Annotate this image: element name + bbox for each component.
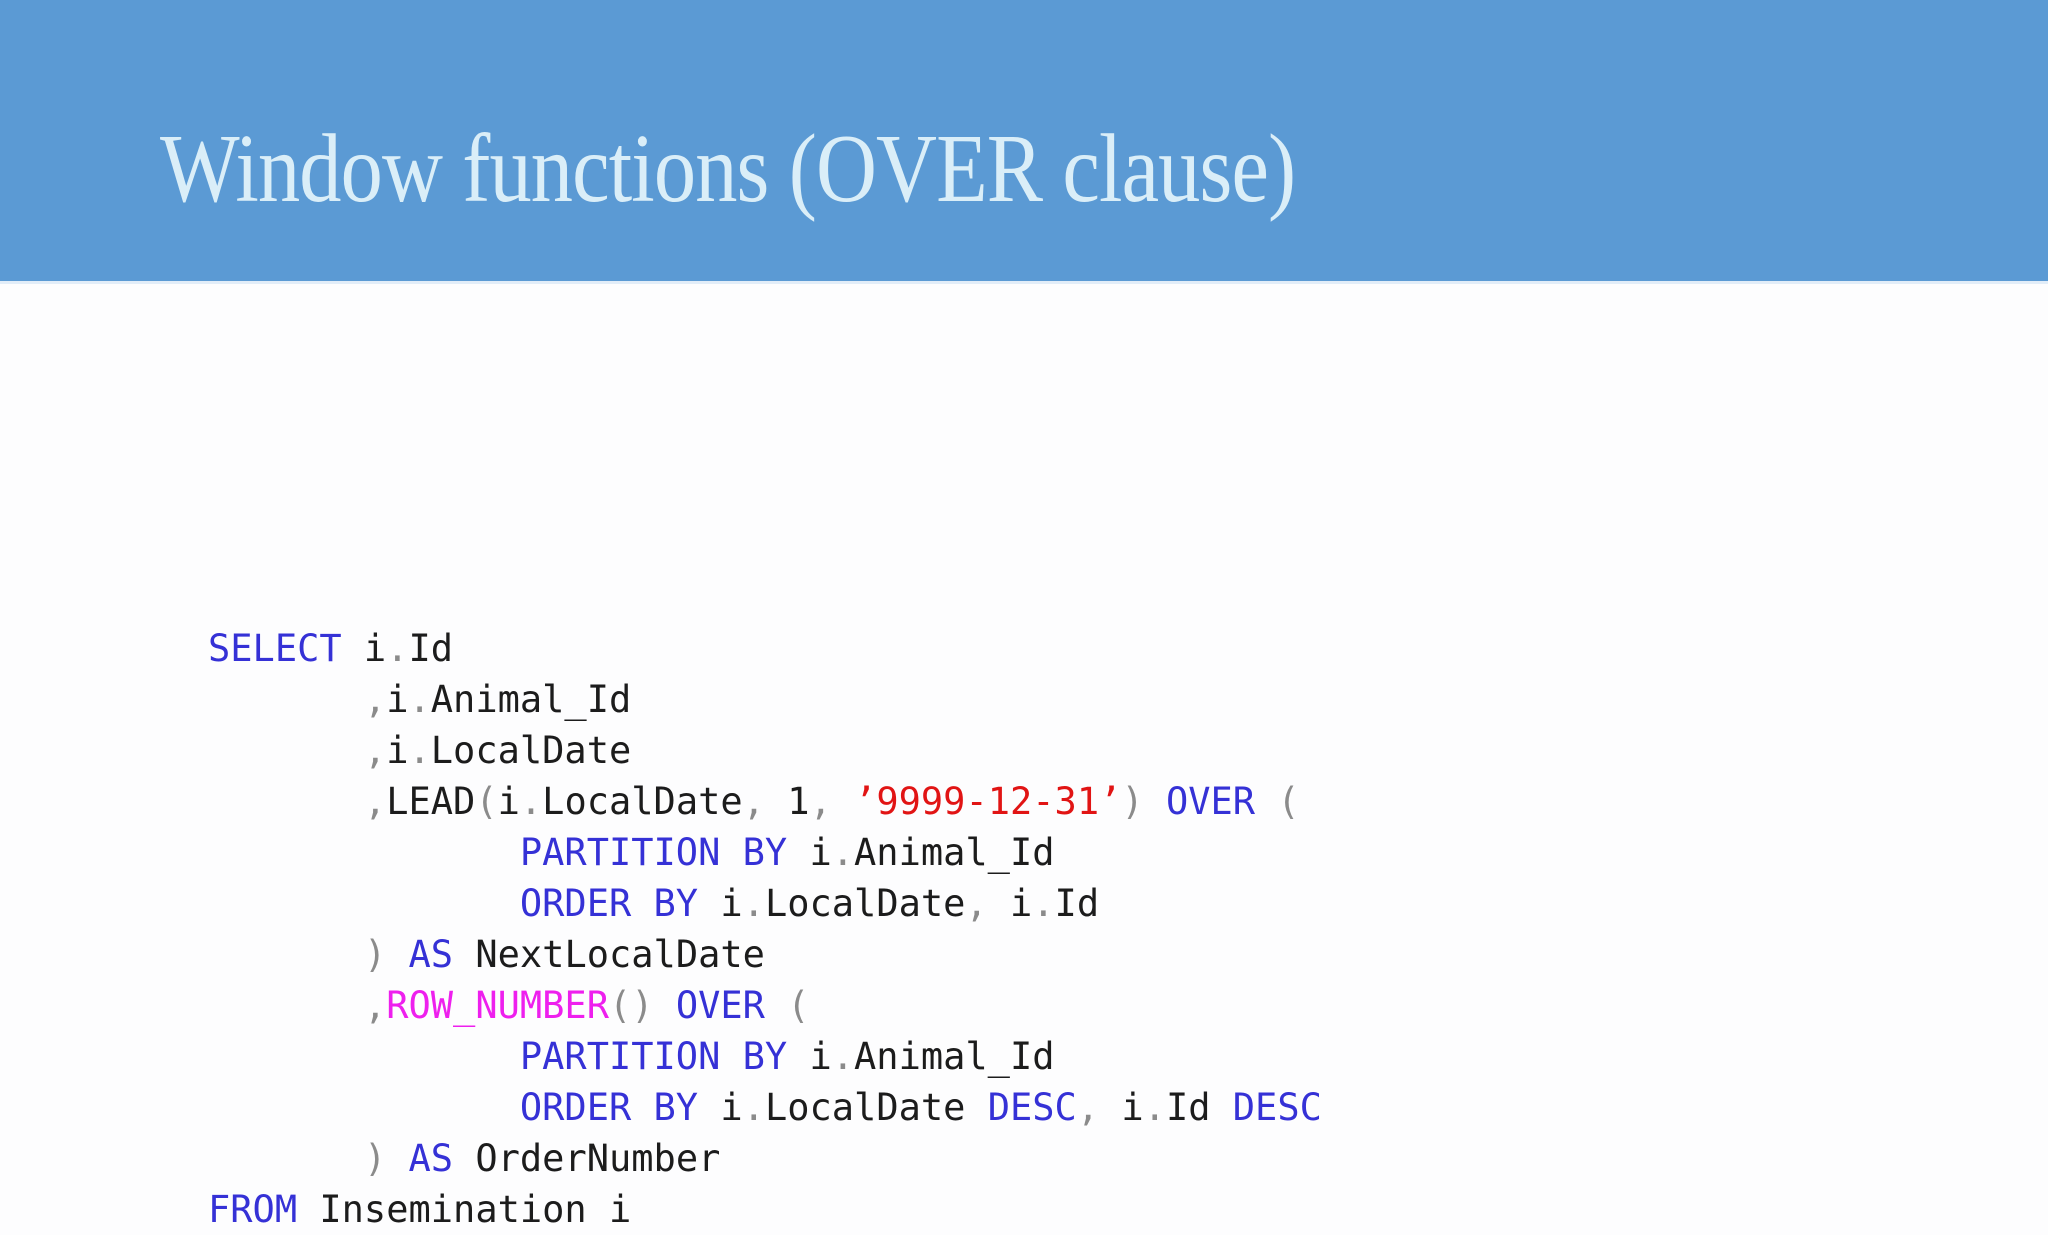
code-token: LocalDate — [430, 729, 632, 772]
code-token: i — [987, 882, 1033, 925]
code-token: ( — [1277, 780, 1300, 823]
code-token: i — [386, 729, 409, 772]
code-token — [208, 984, 364, 1027]
code-token — [208, 729, 364, 772]
code-token: Insemination i — [297, 1188, 632, 1231]
code-token: i — [341, 627, 387, 670]
code-token — [1211, 1086, 1233, 1129]
code-token: Animal_Id — [430, 678, 632, 721]
code-token — [208, 1035, 520, 1078]
code-token: . — [831, 831, 855, 874]
code-token: . — [1143, 1086, 1166, 1129]
code-token: LocalDate — [542, 780, 743, 823]
code-token: . — [831, 1035, 855, 1078]
code-token: PARTITION BY — [519, 831, 788, 874]
code-token: ORDER BY — [519, 882, 699, 925]
code-token: , — [965, 882, 988, 925]
code-token: ROW_NUMBER — [386, 984, 609, 1027]
slide-title: Window functions (OVER clause) — [160, 115, 1296, 222]
code-token: ) — [1121, 780, 1144, 823]
code-token: NextLocalDate — [453, 933, 765, 976]
code-token: i — [698, 882, 743, 925]
code-line: FROM Insemination i — [208, 1184, 1322, 1235]
code-token: AS — [408, 1137, 454, 1180]
code-token: , — [363, 729, 387, 772]
code-token: DESC — [1232, 1086, 1322, 1129]
code-token — [965, 1086, 987, 1129]
code-token: ( — [475, 780, 498, 823]
code-line: PARTITION BY i.Animal_Id — [208, 1031, 1322, 1082]
code-token — [208, 933, 364, 976]
code-token: i — [386, 678, 409, 721]
code-token: DESC — [987, 1086, 1077, 1129]
code-token: , — [363, 678, 387, 721]
code-token: , — [809, 780, 832, 823]
code-line: ,LEAD(i.LocalDate, 1, ’9999-12-31’) OVER… — [208, 776, 1322, 827]
code-line: ) AS OrderNumber — [208, 1133, 1322, 1184]
code-token — [208, 1137, 364, 1180]
code-token: . — [742, 1086, 765, 1129]
code-line: SELECT i.Id — [208, 623, 1322, 674]
code-token: Id — [1165, 1086, 1211, 1129]
code-token: LEAD — [386, 780, 476, 823]
code-token: OVER — [1165, 780, 1256, 823]
code-token: i — [787, 831, 832, 874]
code-token: , — [742, 780, 765, 823]
code-line: ,i.LocalDate — [208, 725, 1322, 776]
code-token: () — [608, 984, 654, 1027]
code-token: . — [519, 780, 543, 823]
code-token: . — [386, 627, 409, 670]
code-token: FROM — [208, 1188, 298, 1231]
code-token — [386, 1137, 408, 1180]
code-token: i — [497, 780, 520, 823]
code-token: , — [363, 984, 387, 1027]
code-token — [208, 780, 364, 823]
code-token: . — [1032, 882, 1055, 925]
code-token: Animal_Id — [854, 831, 1055, 874]
code-token: ’9999-12-31’ — [854, 780, 1122, 823]
code-token: i — [1099, 1086, 1144, 1129]
code-token: . — [742, 882, 765, 925]
code-token: i — [698, 1086, 743, 1129]
code-token — [765, 984, 787, 1027]
code-token: . — [408, 729, 431, 772]
code-line: ) AS NextLocalDate — [208, 929, 1322, 980]
slide-header: Window functions (OVER clause) — [0, 0, 2048, 284]
code-token: SELECT — [208, 627, 342, 670]
code-token — [1144, 780, 1166, 823]
code-token: ) — [363, 1137, 387, 1180]
code-token: Id — [1054, 882, 1100, 925]
code-token: , — [1076, 1086, 1100, 1129]
code-token: LocalDate — [764, 882, 966, 925]
code-token: ( — [787, 984, 810, 1027]
code-token: AS — [408, 933, 454, 976]
code-token — [1255, 780, 1277, 823]
code-token: PARTITION BY — [519, 1035, 788, 1078]
code-line: ORDER BY i.LocalDate, i.Id — [208, 878, 1322, 929]
code-token — [832, 780, 854, 823]
code-token: Id — [408, 627, 454, 670]
code-token: ORDER BY — [519, 1086, 699, 1129]
code-token — [208, 831, 520, 874]
code-token: LocalDate — [764, 1086, 966, 1129]
code-token: i — [787, 1035, 832, 1078]
code-line: ORDER BY i.LocalDate DESC, i.Id DESC — [208, 1082, 1322, 1133]
sql-code: SELECT i.Id ,i.Animal_Id ,i.LocalDate ,L… — [208, 623, 1322, 1235]
code-line: PARTITION BY i.Animal_Id — [208, 827, 1322, 878]
code-token: 1 — [764, 780, 810, 823]
code-token — [208, 882, 520, 925]
slide-body: SELECT i.Id ,i.Animal_Id ,i.LocalDate ,L… — [0, 284, 2048, 1231]
code-token — [654, 984, 676, 1027]
code-token — [386, 933, 408, 976]
code-token — [208, 1086, 520, 1129]
code-token: Animal_Id — [854, 1035, 1055, 1078]
code-line: ,ROW_NUMBER() OVER ( — [208, 980, 1322, 1031]
code-line: ,i.Animal_Id — [208, 674, 1322, 725]
code-token: OVER — [675, 984, 765, 1027]
code-token: ) — [363, 933, 387, 976]
code-token: , — [363, 780, 387, 823]
code-token: . — [408, 678, 431, 721]
code-token: OrderNumber — [453, 1137, 721, 1180]
code-token — [208, 678, 364, 721]
